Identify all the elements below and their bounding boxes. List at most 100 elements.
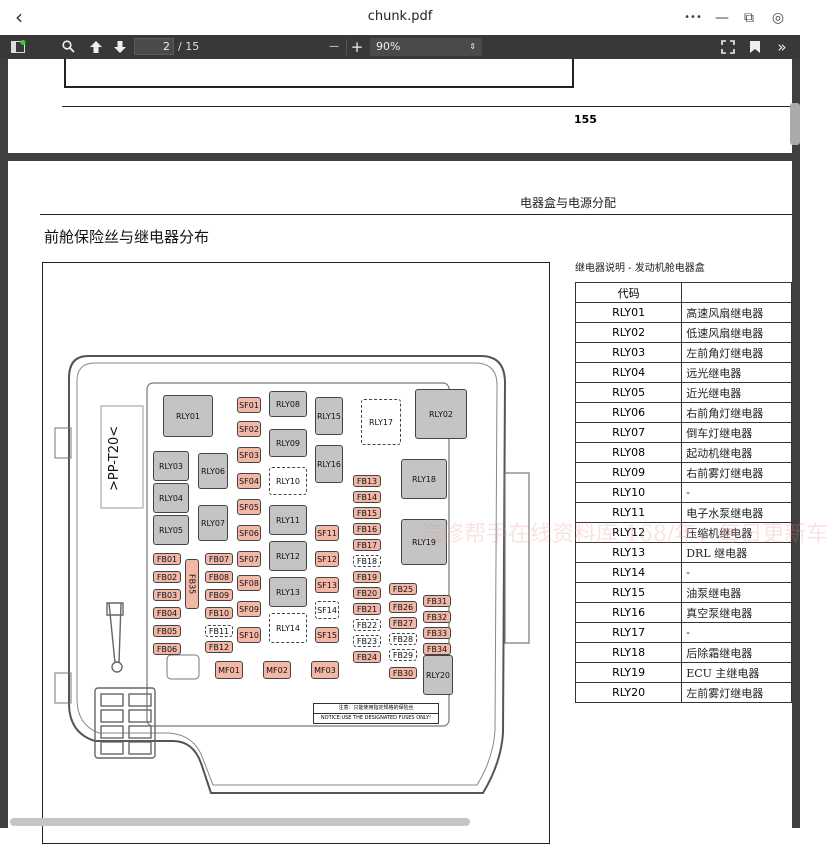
fuse-fb27: FB27 (389, 617, 417, 629)
relay-rly06: RLY06 (198, 453, 228, 489)
previous-page-icon[interactable] (86, 35, 106, 59)
zoom-select[interactable]: 90% ⇕ (370, 38, 482, 56)
relay-rly12: RLY12 (269, 541, 307, 571)
sidebar-toggle-icon[interactable] (8, 35, 28, 59)
fuse-sf03: SF03 (237, 447, 261, 463)
relay-code: RLY14 (574, 562, 683, 583)
fuse-fb05: FB05 (153, 625, 181, 637)
relay-code: RLY18 (574, 642, 683, 663)
fuse-fb31: FB31 (423, 595, 451, 607)
pdf-viewer[interactable]: 155 电器盒与电源分配 前舱保险丝与继电器分布 继电器说明 - 发动机舱电器盒… (0, 59, 828, 844)
fuse-fb34: FB34 (423, 643, 451, 655)
notice-en: NOTICE:USE THE DESIGNATED FUSES ONLY! (314, 713, 438, 723)
relay-rly16: RLY16 (315, 445, 343, 483)
fuse-sf02: SF02 (237, 421, 261, 437)
fuse-sf09: SF09 (237, 601, 261, 617)
more-options-icon[interactable]: ••• (684, 12, 702, 23)
fuse-fb04: FB04 (153, 607, 181, 619)
next-page-icon[interactable] (110, 35, 130, 59)
relay-description: 高速风扇继电器 (681, 302, 792, 323)
relay-rly19: RLY19 (401, 519, 447, 565)
relay-code: RLY08 (574, 442, 683, 463)
page-header: 电器盒与电源分配 (520, 196, 617, 210)
relay-code: RLY07 (574, 422, 683, 443)
fuse-fb02: FB02 (153, 571, 181, 583)
page-number-input[interactable]: 2 (134, 38, 174, 55)
current-page: 电器盒与电源分配 前舱保险丝与继电器分布 继电器说明 - 发动机舱电器盒 代码 … (8, 161, 828, 844)
relay-rly08: RLY08 (269, 391, 307, 417)
fuse-sf04: SF04 (237, 473, 261, 489)
fuse-mf02: MF02 (263, 661, 291, 679)
fuse-fb35: FB35 (185, 559, 199, 609)
relay-rly15: RLY15 (315, 397, 343, 435)
relay-description: 左前雾灯继电器 (681, 682, 792, 703)
relay-description: 右前雾灯继电器 (681, 462, 792, 483)
vertical-scrollbar[interactable] (790, 103, 800, 145)
relay-rly14: RLY14 (269, 613, 307, 643)
fuse-sf07: SF07 (237, 551, 261, 567)
relay-description: 真空泵继电器 (681, 602, 792, 623)
more-tools-icon[interactable]: » (777, 38, 787, 56)
restore-icon[interactable]: ⧉ (744, 10, 754, 26)
zoom-value: 90% (376, 40, 401, 53)
fuse-sf11: SF11 (315, 525, 339, 541)
fuse-fb17: FB17 (353, 539, 381, 551)
notice-label: 注意：只能使用指定规格的保险丝 NOTICE:USE THE DESIGNATE… (313, 703, 439, 724)
document-title: chunk.pdf (367, 9, 433, 24)
fuse-fb24: FB24 (353, 651, 381, 663)
back-icon[interactable]: ‹ (15, 5, 23, 29)
search-icon[interactable] (58, 35, 78, 59)
fuse-sf14: SF14 (315, 601, 339, 619)
fuse-sf01: SF01 (237, 397, 261, 413)
fuse-fb23: FB23 (353, 635, 381, 647)
fuse-fb12: FB12 (205, 641, 233, 653)
fuse-mf03: MF03 (311, 661, 339, 679)
relay-description: 右前角灯继电器 (681, 402, 792, 423)
relay-description: - (681, 482, 792, 503)
zoom-in-button[interactable]: + (350, 38, 364, 56)
relay-code: RLY06 (574, 402, 683, 423)
fuse-fb09: FB09 (205, 589, 233, 601)
section-title: 前舱保险丝与继电器分布 (44, 228, 210, 246)
fullscreen-icon[interactable] (718, 35, 738, 59)
relay-rly17: RLY17 (361, 399, 401, 445)
header-rule (40, 214, 792, 215)
relay-rly09: RLY09 (269, 429, 307, 457)
relay-description: 倒车灯继电器 (681, 422, 792, 443)
bookmark-icon[interactable] (745, 35, 765, 59)
relay-rly18: RLY18 (401, 459, 447, 499)
relay-code: RLY16 (574, 602, 683, 623)
table-row: RLY14- (574, 562, 792, 583)
minimize-icon[interactable]: — (715, 10, 729, 26)
relay-description: DRL 继电器 (681, 542, 792, 563)
relay-description: 远光继电器 (681, 362, 792, 383)
record-icon[interactable]: ◎ (771, 10, 785, 26)
zoom-out-button[interactable]: — (329, 41, 339, 52)
horizontal-scrollbar[interactable] (10, 818, 470, 826)
fuse-fb19: FB19 (353, 571, 381, 583)
relay-description: - (681, 622, 792, 643)
fuse-fb08: FB08 (205, 571, 233, 583)
previous-page: 155 (8, 59, 792, 153)
relay-code: RLY01 (574, 302, 683, 323)
fuse-fb16: FB16 (353, 523, 381, 535)
relay-code: RLY10 (574, 482, 683, 503)
page-number: 155 (574, 113, 597, 126)
relay-description: 油泵继电器 (681, 582, 792, 603)
relay-code: RLY20 (574, 682, 683, 703)
fuse-sf05: SF05 (237, 499, 261, 515)
fusebox-diagram-frame: >PP-T20< 注意：只能使用指定规格的保险丝 NOTICE:USE THE … (42, 262, 550, 844)
relay-code: RLY03 (574, 342, 683, 363)
relay-description: - (681, 562, 792, 583)
fuse-fb03: FB03 (153, 589, 181, 601)
relay-description: 近光继电器 (681, 382, 792, 403)
